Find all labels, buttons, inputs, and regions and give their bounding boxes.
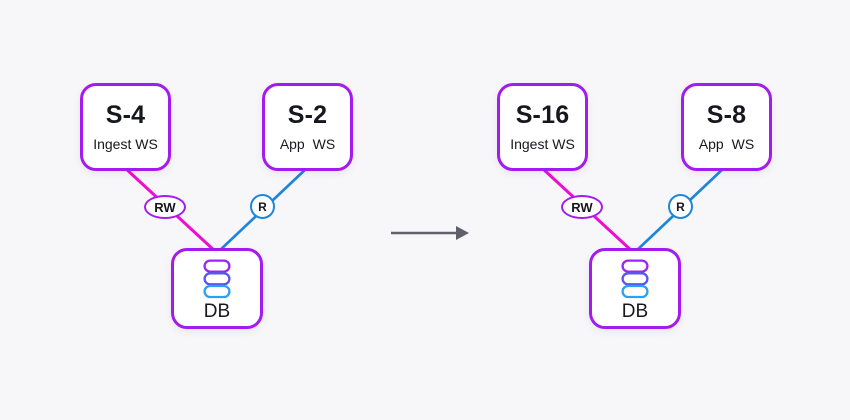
- node-subtitle: App WS: [698, 136, 755, 152]
- node-title: S-8: [706, 101, 747, 129]
- node-db-before: DB: [171, 248, 263, 329]
- node-ingest-before: S-4 Ingest WS: [80, 83, 171, 171]
- database-cylinder-icon: [203, 258, 231, 298]
- badge-label: RW: [154, 199, 176, 215]
- node-title: DB: [203, 300, 231, 322]
- right-arrow-icon: [391, 226, 469, 240]
- node-subtitle: Ingest WS: [93, 136, 158, 152]
- badge-label: RW: [571, 199, 593, 215]
- edge-badge-readwrite-before: RW: [144, 195, 186, 219]
- edge-badge-readwrite-after: RW: [561, 195, 603, 219]
- node-subtitle: Ingest WS: [510, 136, 575, 152]
- node-subtitle: App WS: [279, 136, 336, 152]
- badge-label: R: [676, 199, 685, 214]
- node-db-after: DB: [589, 248, 681, 329]
- node-title: S-16: [515, 101, 570, 129]
- badge-label: R: [258, 199, 267, 214]
- node-title: S-2: [287, 101, 328, 129]
- database-cylinder-icon: [621, 258, 649, 298]
- node-app-after: S-8 App WS: [681, 83, 772, 171]
- edge-badge-read-before: R: [250, 194, 275, 219]
- node-app-before: S-2 App WS: [262, 83, 353, 171]
- edge-badge-read-after: R: [668, 194, 693, 219]
- node-title: DB: [621, 300, 649, 322]
- node-ingest-after: S-16 Ingest WS: [497, 83, 588, 171]
- node-title: S-4: [105, 101, 146, 129]
